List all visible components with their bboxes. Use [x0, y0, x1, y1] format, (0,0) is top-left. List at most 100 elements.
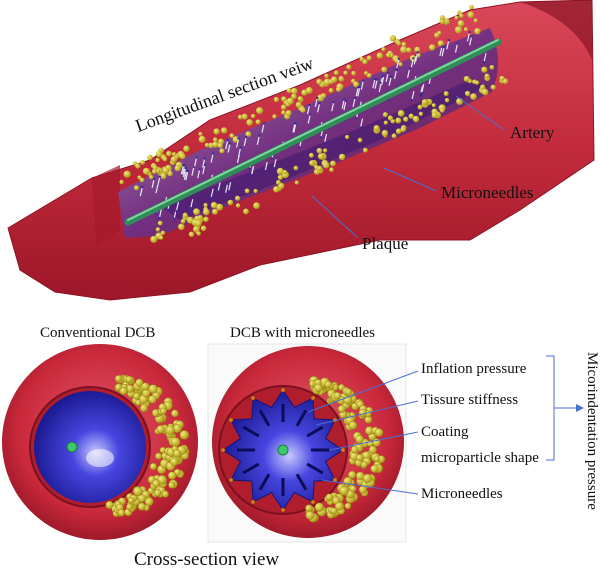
needle-base — [175, 209, 178, 213]
plaque-particle — [149, 174, 154, 180]
plaque-particle — [157, 220, 163, 226]
plaque-particle — [464, 90, 471, 97]
needle-base — [447, 39, 450, 42]
plaque-particle — [320, 93, 327, 99]
plaque-particle — [333, 70, 339, 76]
needle-base — [211, 152, 215, 155]
needle-base — [250, 174, 253, 177]
pressure-arrow — [306, 425, 324, 438]
microneedle — [273, 159, 277, 169]
plaque-particle — [364, 71, 369, 76]
microneedle — [292, 123, 296, 133]
plaque-particle — [339, 485, 349, 496]
plaque-particle — [489, 65, 495, 70]
microneedle — [180, 165, 184, 175]
plaque-particle — [203, 208, 210, 216]
plaque-particle — [196, 231, 201, 236]
plaque-particle — [480, 84, 486, 90]
microneedle — [175, 201, 179, 212]
cross-section-conventional — [2, 344, 198, 540]
microneedle — [385, 72, 389, 83]
plaque-particle — [256, 107, 264, 115]
plaque-particle — [241, 113, 248, 120]
plaque-particle — [285, 110, 292, 116]
needle-base — [343, 98, 346, 101]
plaque-particle — [363, 147, 368, 153]
plaque-particle — [144, 497, 154, 507]
plaque-particle — [213, 128, 220, 135]
microneedle — [264, 161, 268, 172]
needle-base — [248, 167, 251, 170]
microneedle — [407, 68, 411, 78]
plaque-particle — [338, 75, 344, 82]
needle-base — [440, 45, 444, 48]
microneedle — [388, 76, 392, 86]
needle-base — [386, 71, 390, 75]
needle-base — [155, 212, 158, 215]
plaque-particle — [290, 87, 298, 95]
plaque-particle — [217, 142, 223, 149]
microneedle — [190, 199, 194, 209]
needle-base — [195, 156, 198, 159]
microneedle — [182, 167, 187, 178]
plaque-particle — [286, 97, 294, 105]
plaque-particle — [212, 141, 219, 148]
plaque-particle — [133, 486, 143, 496]
plaque-particle — [387, 115, 393, 121]
plaque-particle — [305, 510, 315, 520]
plaque-particle — [123, 170, 131, 178]
plaque-particle — [499, 75, 505, 81]
plaque-particle — [323, 78, 331, 86]
needle-base — [189, 207, 192, 210]
plaque-particle — [172, 449, 182, 458]
plaque-particle — [142, 167, 150, 175]
needle-base — [358, 86, 361, 89]
plaque-particle — [366, 73, 372, 78]
plaque-particle — [126, 503, 133, 511]
plaque-particle — [125, 375, 133, 384]
needle-base — [203, 157, 206, 160]
microneedle — [410, 58, 414, 68]
plaque-particle — [135, 378, 144, 387]
dcb-microneedles-title: DCB with microneedles — [230, 325, 375, 341]
microneedle-tip — [310, 395, 316, 401]
microneedle — [293, 123, 297, 133]
needle-base — [152, 177, 156, 181]
microneedle — [202, 164, 206, 175]
plaque-particle — [368, 445, 377, 454]
microneedle — [396, 58, 400, 69]
plaque-particle — [294, 180, 299, 185]
microneedle — [441, 47, 445, 57]
plaque-particle — [389, 35, 397, 42]
plaque-particle — [360, 461, 368, 469]
microneedle — [225, 140, 229, 150]
needle-base — [264, 169, 267, 173]
plaque-particle — [324, 380, 332, 389]
plaque-particle — [444, 98, 450, 103]
microneedle-tip — [228, 477, 234, 483]
needle-base — [316, 96, 319, 100]
microneedles-cross-section — [220, 387, 346, 513]
microneedle — [378, 82, 382, 93]
pressure-arrow — [242, 462, 260, 475]
plaque-particle — [429, 44, 436, 51]
microneedle — [341, 99, 345, 109]
plaque-particle — [309, 152, 314, 158]
plaque-particle — [155, 157, 160, 163]
needle-base — [395, 68, 398, 72]
plaque-particle — [305, 504, 313, 512]
plaque-particle — [170, 156, 177, 163]
plaque-particle — [198, 131, 203, 136]
plaque-particle — [396, 41, 401, 46]
plaque-particle — [437, 40, 444, 47]
plaque-particle — [359, 56, 365, 62]
plaque-particle — [417, 104, 423, 110]
plaque-particle — [348, 470, 357, 479]
needle-base — [184, 166, 187, 170]
plaque-particle — [351, 70, 356, 76]
needle-base — [353, 96, 357, 100]
plaque-particle — [386, 52, 391, 58]
plaque-particle — [156, 425, 165, 434]
plaque-particle — [149, 462, 158, 471]
plaque-particle — [246, 119, 253, 126]
